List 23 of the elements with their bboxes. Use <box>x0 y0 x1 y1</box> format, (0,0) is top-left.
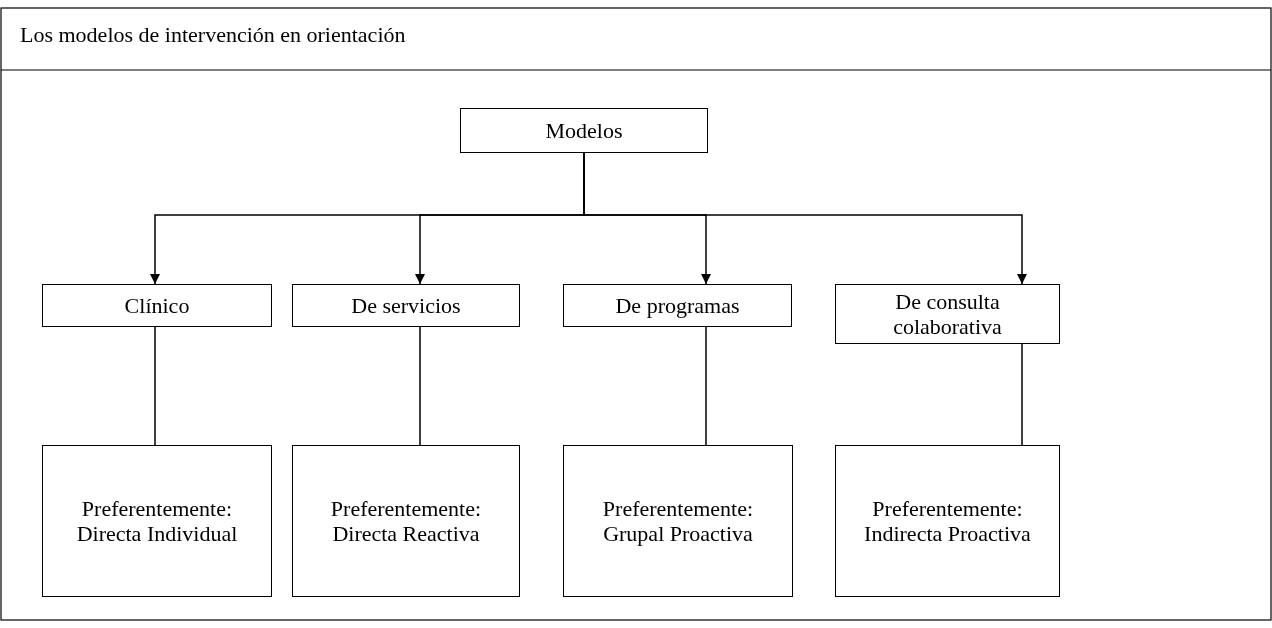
table-title: Los modelos de intervención en orientación <box>20 22 406 48</box>
node-label: De programas <box>614 293 741 318</box>
node-label: Clínico <box>123 293 191 318</box>
description-box <box>563 445 793 597</box>
description-box <box>42 445 272 597</box>
connector-line <box>419 326 421 446</box>
category-box <box>835 284 1060 344</box>
node-label: Preferentemente: Directa Reactiva <box>329 496 483 546</box>
node-label: Preferentemente: Directa Individual <box>75 496 239 546</box>
category-box <box>42 284 272 327</box>
category-box <box>460 108 708 153</box>
category-box <box>292 284 520 327</box>
node-label: De servicios <box>350 293 462 318</box>
connector-line <box>154 326 156 446</box>
node-label: Preferentemente: Indirecta Proactiva <box>863 496 1032 546</box>
connector-line <box>1021 343 1023 446</box>
node-label: Preferentemente: Grupal Proactiva <box>601 496 755 546</box>
description-box <box>835 445 1060 597</box>
node-label: Modelos <box>544 118 624 143</box>
category-box <box>563 284 792 327</box>
node-label: De consulta colaborativa <box>892 289 1003 339</box>
description-box <box>292 445 520 597</box>
connector-line <box>705 326 707 446</box>
